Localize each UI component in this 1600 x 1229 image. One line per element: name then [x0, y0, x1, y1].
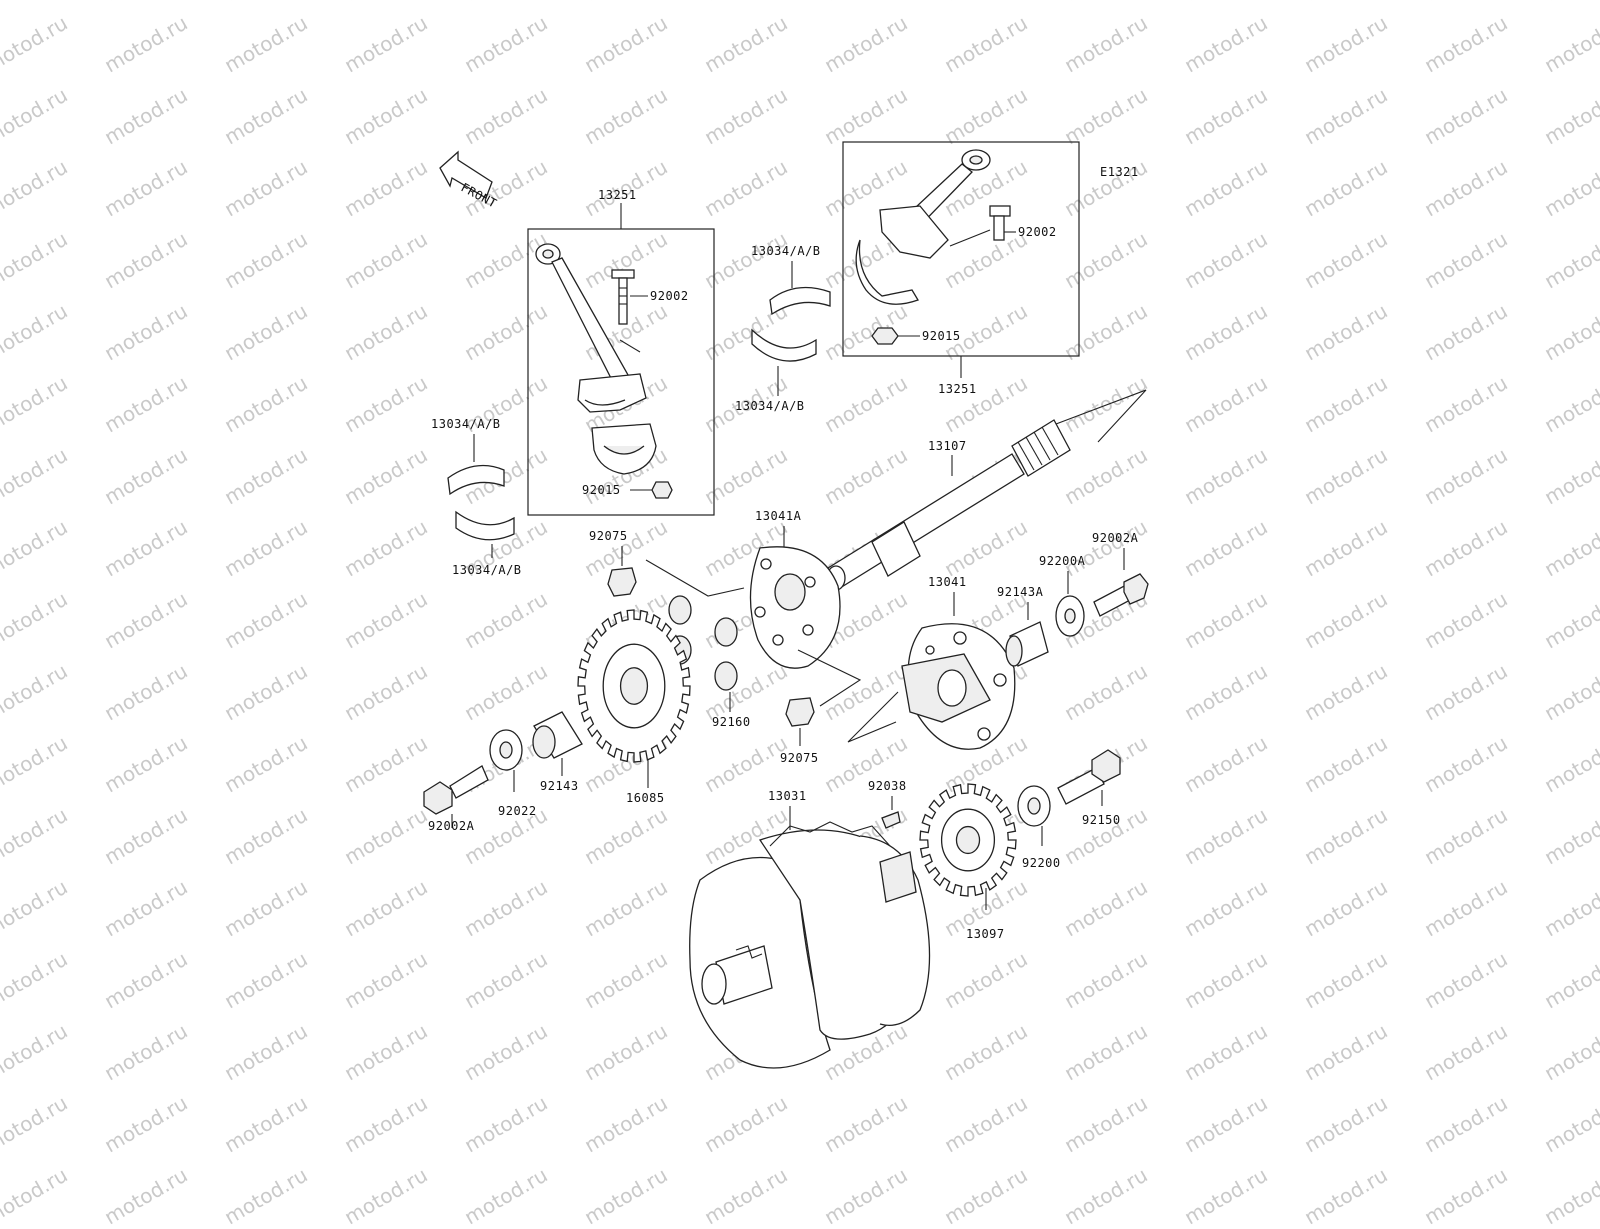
washer-a [1055, 595, 1085, 637]
conrod-nut-left [651, 481, 673, 499]
pinion-top [607, 567, 637, 597]
conrod-nut-right [871, 327, 899, 345]
connecting-rod-right [879, 149, 991, 259]
label-hub-left: 13041A [755, 509, 802, 523]
bolt-a-left [423, 765, 489, 815]
conrod-cap-left [591, 423, 657, 475]
label-bolt-right: 92002 [1018, 225, 1057, 239]
label-pinion-top: 92075 [589, 529, 628, 543]
label-collar-a: 92143A [997, 585, 1044, 599]
conrod-bolt-right [989, 205, 1011, 241]
bearing-shell-left-bottom [455, 510, 515, 541]
bolt-b [1057, 749, 1121, 805]
bearing-shell-mid-bottom [751, 328, 817, 362]
label-washer-a: 92200A [1039, 554, 1086, 568]
label-bearing-mid-top: 13034/A/B [751, 244, 821, 258]
label-crankshaft: 13031 [768, 789, 807, 803]
label-bolt-b: 92150 [1082, 813, 1121, 827]
label-shaft: 13107 [928, 439, 967, 453]
label-bearing-left-bottom: 13034/A/B [452, 563, 522, 577]
label-bearing-left-top: 13034/A/B [431, 417, 501, 431]
label-bolt-a-left: 92002A [428, 819, 475, 833]
damper-hub-right [901, 623, 1016, 750]
label-hub-right: 13041 [928, 575, 967, 589]
damper-hub-left [749, 546, 841, 669]
label-bolt-left: 92002 [650, 289, 689, 303]
washer [489, 729, 523, 771]
connecting-rod-left [535, 243, 647, 413]
label-collar: 92143 [540, 779, 579, 793]
bolt-a-right [1093, 573, 1149, 617]
label-nut-left: 92015 [582, 483, 621, 497]
washer-b [1017, 785, 1051, 827]
label-conrod-right: 13251 [938, 382, 977, 396]
conrod-bolt-left [611, 269, 635, 325]
pinion-bottom [785, 697, 815, 727]
label-gear-large: 16085 [626, 791, 665, 805]
conrod-cap-right [855, 239, 919, 305]
bearing-shell-mid-top [769, 286, 831, 316]
front-arrow-icon: FRONT [439, 150, 499, 211]
collar [532, 711, 583, 759]
parts-diagram: FRONT E1321 13251 92002 92015 13034/A/B [423, 141, 1149, 1069]
label-gear-small: 13097 [966, 927, 1005, 941]
label-damper: 92160 [712, 715, 751, 729]
label-pinion-bottom: 92075 [780, 751, 819, 765]
label-nut-right: 92015 [922, 329, 961, 343]
label-key: 92038 [868, 779, 907, 793]
label-bolt-a-right: 92002A [1092, 531, 1139, 545]
collar-a [1005, 621, 1049, 667]
bearing-shell-left-top [447, 464, 505, 496]
balancer-gear-large [577, 609, 691, 763]
label-conrod-left: 13251 [598, 188, 637, 202]
crankshaft [689, 821, 931, 1069]
label-washer: 92022 [498, 804, 537, 818]
label-washer-b: 92200 [1022, 856, 1061, 870]
crank-gear-small [919, 783, 1017, 897]
label-bearing-mid-bottom: 13034/A/B [735, 399, 805, 413]
diagram-code: E1321 [1100, 165, 1139, 179]
woodruff-key [881, 811, 901, 829]
